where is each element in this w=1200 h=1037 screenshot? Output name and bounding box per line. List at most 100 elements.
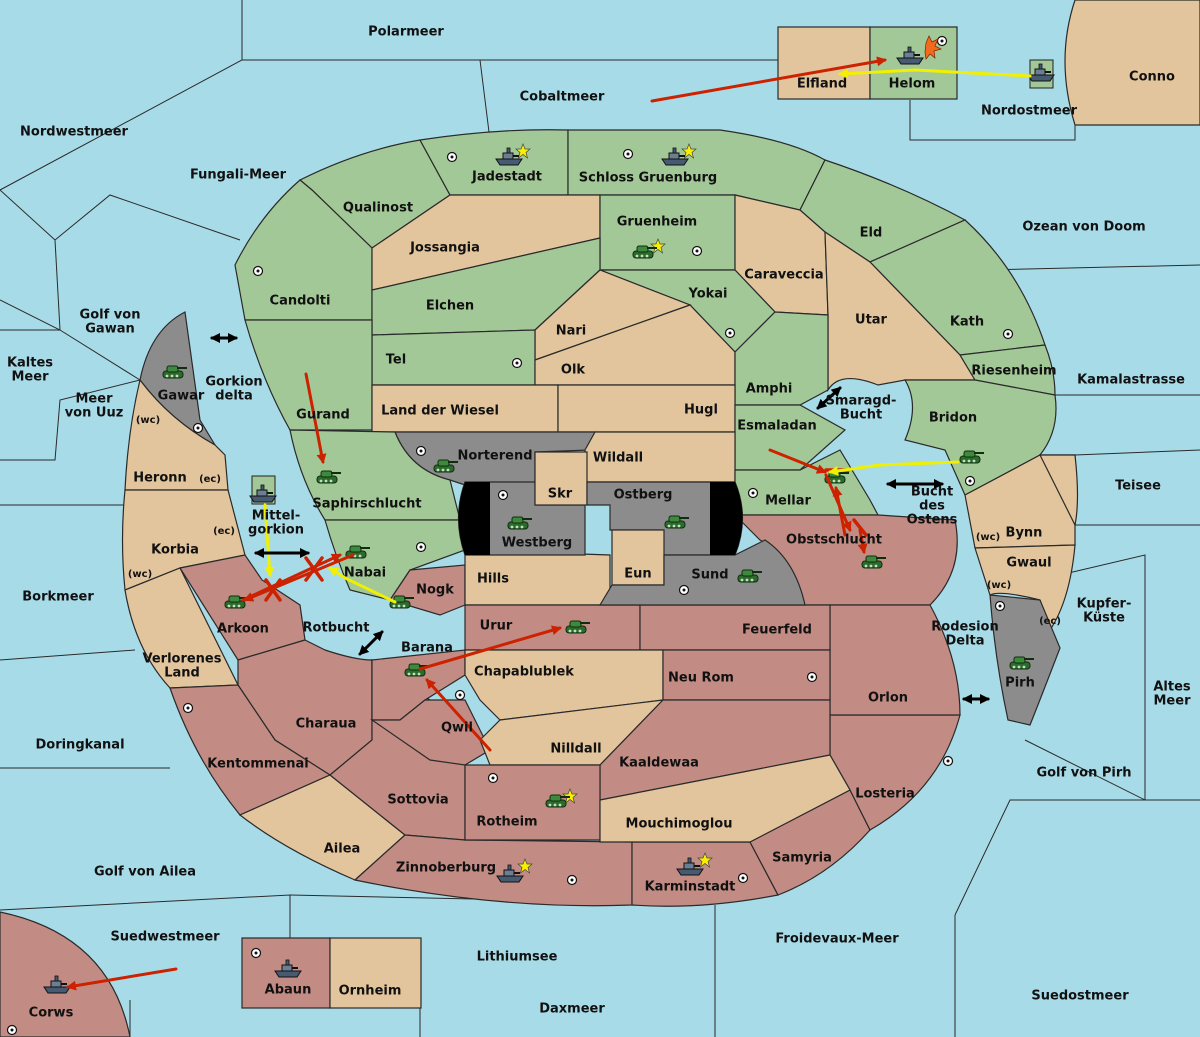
- sea-label-kamalastrasse: Kamalastrasse: [1077, 373, 1185, 388]
- land-label-skr: Skr: [548, 487, 573, 502]
- land-label-rotheim: Rotheim: [476, 815, 537, 830]
- land-label-jossangia: Jossangia: [409, 241, 480, 256]
- sea-label-nordwestmeer: Nordwestmeer: [20, 125, 128, 140]
- sea-label-altes: Altes: [1153, 680, 1191, 695]
- fleet-nordostmeer: [1027, 59, 1055, 89]
- land-label-barana: Barana: [401, 641, 453, 656]
- land-heronn: [124, 378, 229, 491]
- land-label-obstschlucht: Obstschlucht: [786, 533, 882, 548]
- land-label-charaua: Charaua: [296, 717, 357, 732]
- land-label-conno: Conno: [1129, 70, 1175, 85]
- land-label-gawar: Gawar: [158, 389, 205, 404]
- units[interactable]: [43, 35, 1055, 994]
- sea-label-meer-uuz: Meer: [76, 392, 114, 407]
- land-skr: [534, 451, 588, 506]
- coast-label-gwaul: (wc): [987, 580, 1011, 591]
- land-label-eun: Eun: [624, 567, 651, 582]
- sea-label-ozean: Ozean von Doom: [1022, 220, 1145, 235]
- land-label-bridon: Bridon: [929, 411, 977, 426]
- land-label-losteria: Losteria: [855, 787, 915, 802]
- land-label-nogk: Nogk: [416, 583, 454, 598]
- land-label-olk: Olk: [561, 363, 586, 378]
- sea-label-bucht-ostens: Ostens: [907, 513, 958, 528]
- sea-label-gorkion-delta: delta: [215, 389, 253, 404]
- land-label-westberg: Westberg: [502, 536, 572, 551]
- land-label-neurom: Neu Rom: [668, 671, 734, 686]
- land-label-utar: Utar: [855, 313, 888, 328]
- sea-label-polarmeer: Polarmeer: [368, 25, 444, 40]
- land-label-sottovia: Sottovia: [387, 793, 448, 808]
- sea-label-teisee: Teisee: [1115, 479, 1161, 494]
- land-label-verlorenes: Land: [164, 666, 200, 681]
- land-label-sund: Sund: [691, 568, 728, 583]
- land-label-saphir: Saphirschlucht: [312, 497, 421, 512]
- land-label-korbia: Korbia: [151, 543, 199, 558]
- coast-label-bynn: (wc): [976, 532, 1000, 543]
- land-label-arkoon: Arkoon: [217, 622, 269, 637]
- sea-label-kaltes: Kaltes: [7, 356, 53, 371]
- land-label-urur: Urur: [480, 619, 513, 634]
- sea-label-smaragd: Bucht: [840, 408, 882, 423]
- land-label-orlon: Orlon: [868, 691, 908, 706]
- fleet-mittelgorkion: [249, 475, 277, 505]
- sea-label-fungali: Fungali-Meer: [190, 168, 287, 183]
- coast-label-korbia: (wc): [128, 569, 152, 580]
- land-label-qualinost: Qualinost: [343, 201, 413, 216]
- sea-label-kaltes: Meer: [12, 370, 50, 385]
- sea-label-daxmeer: Daxmeer: [539, 1002, 605, 1017]
- land-label-kaaldewaa: Kaaldewaa: [619, 756, 699, 771]
- dislodged-marker: [924, 35, 942, 60]
- sea-label-kupfer: Küste: [1083, 611, 1125, 626]
- land-black-east: [710, 482, 743, 555]
- land-label-candolti: Candolti: [270, 294, 331, 309]
- land-mouchimoglou: [599, 754, 851, 843]
- land-label-hills: Hills: [477, 572, 509, 587]
- land-teisee-land: [1039, 454, 1079, 527]
- land-label-schloss: Schloss Gruenburg: [579, 171, 717, 186]
- land-label-esmaladan: Esmaladan: [737, 419, 817, 434]
- land-conno: [1064, 0, 1200, 126]
- coast-label-gwaul: (ec): [1039, 616, 1061, 627]
- land-label-elfland: Elfland: [797, 77, 847, 92]
- sea-label-bucht-ostens: des: [919, 499, 945, 514]
- sea-label-rotbucht: Rotbucht: [303, 621, 370, 636]
- land-label-hugl: Hugl: [684, 403, 718, 418]
- sea-label-meer-uuz: von Uuz: [65, 406, 124, 421]
- land-label-pirh: Pirh: [1005, 676, 1035, 691]
- sea-label-rodesion: Delta: [945, 634, 984, 649]
- sea-label-suedwestmeer: Suedwestmeer: [110, 930, 220, 945]
- coast-label-heronn: (wc): [136, 415, 160, 426]
- land-label-norterend: Norterend: [457, 449, 532, 464]
- land-label-ostberg: Ostberg: [614, 488, 673, 503]
- land-label-nabai: Nabai: [344, 566, 386, 581]
- sea-label-golf-pirh: Golf von Pirh: [1036, 766, 1131, 781]
- coast-label-korbia: (ec): [213, 526, 235, 537]
- sea-label-froidevaux: Froidevaux-Meer: [775, 932, 899, 947]
- land-gruenheim: [599, 194, 736, 271]
- labels: PolarmeerCobaltmeerNordwestmeerFungali-M…: [7, 25, 1191, 1021]
- land-label-corws: Corws: [29, 1006, 74, 1021]
- sea-label-nordostmeer: Nordostmeer: [981, 104, 1078, 119]
- land-label-feuerfeld: Feuerfeld: [742, 623, 812, 638]
- land-label-jadestadt: Jadestadt: [471, 170, 542, 185]
- sea-label-gorkion-delta: Gorkion: [205, 375, 262, 390]
- land-label-abaun: Abaun: [265, 983, 312, 998]
- sea-label-smaragd: Smaragd-: [826, 394, 897, 409]
- sea-label-cobaltmeer: Cobaltmeer: [520, 90, 605, 105]
- sea-label-golf-gawan: Golf von: [80, 308, 141, 323]
- land-sund: [598, 539, 806, 606]
- land-label-nilldall: Nilldall: [550, 742, 601, 757]
- land-label-tel: Tel: [386, 353, 406, 368]
- land-losteria: [829, 714, 961, 831]
- land-label-caraveccia: Caraveccia: [744, 268, 823, 283]
- coast-label-heronn: (ec): [199, 474, 221, 485]
- sea-label-kupfer: Kupfer-: [1077, 597, 1132, 612]
- sea-label-doringkanal: Doringkanal: [35, 738, 124, 753]
- land-label-riesenheim: Riesenheim: [971, 364, 1056, 379]
- sea-label-rodesion: Rodesion: [931, 620, 998, 635]
- land-label-bynn: Bynn: [1006, 526, 1043, 541]
- orders: [66, 56, 1032, 991]
- sea-label-golf-gawan: Gawan: [85, 322, 134, 337]
